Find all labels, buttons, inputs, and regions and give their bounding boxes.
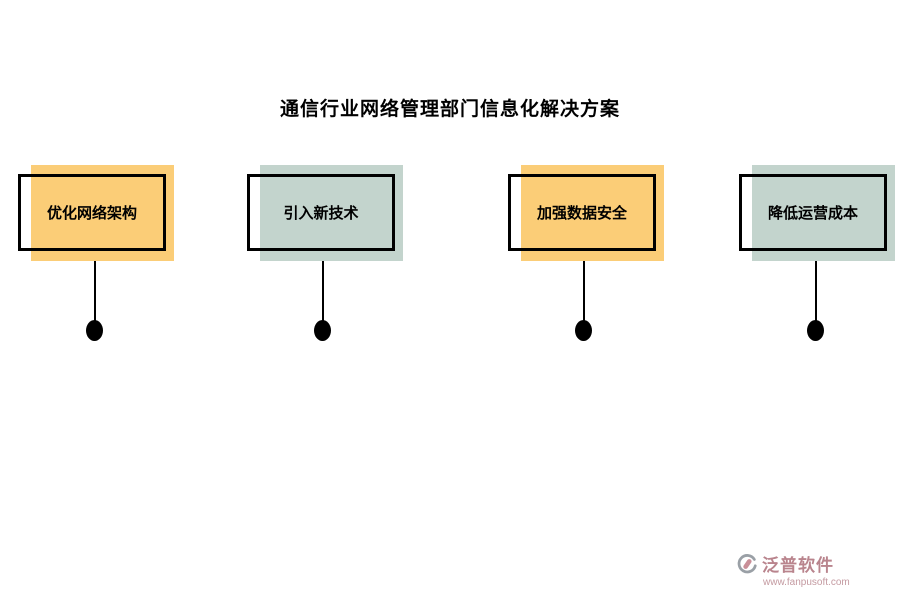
- node-label: 加强数据安全: [536, 205, 627, 222]
- node-box: 引入新技术: [247, 174, 395, 251]
- node-label: 优化网络架构: [46, 205, 137, 222]
- node-group: 降低运营成本: [739, 165, 895, 261]
- connector-line: [322, 261, 324, 321]
- node-group: 引入新技术: [247, 165, 403, 261]
- node-label: 降低运营成本: [767, 205, 858, 222]
- connector-line: [94, 261, 96, 321]
- brand-name: 泛普软件: [762, 556, 834, 575]
- connector-line: [583, 261, 585, 321]
- node-label: 引入新技术: [283, 205, 359, 222]
- node-backdrop: [752, 165, 895, 261]
- brand-website: www.fanpusoft.com: [763, 577, 850, 588]
- node-box: 优化网络架构: [18, 174, 166, 251]
- node-backdrop: [521, 165, 664, 261]
- connector-dot: [575, 320, 592, 341]
- node-backdrop: [260, 165, 403, 261]
- connector-line: [815, 261, 817, 321]
- node-box: 加强数据安全: [508, 174, 656, 251]
- fanpu-logo-icon: [737, 553, 757, 573]
- node-box: 降低运营成本: [739, 174, 887, 251]
- connector-dot: [314, 320, 331, 341]
- footer-logo: 泛普软件 www.fanpusoft.com: [736, 551, 886, 588]
- node-backdrop: [31, 165, 174, 261]
- node-group: 优化网络架构: [18, 165, 174, 261]
- connector-dot: [86, 320, 103, 341]
- node-group: 加强数据安全: [508, 165, 664, 261]
- page-title: 通信行业网络管理部门信息化解决方案: [279, 99, 620, 120]
- connector-dot: [807, 320, 824, 341]
